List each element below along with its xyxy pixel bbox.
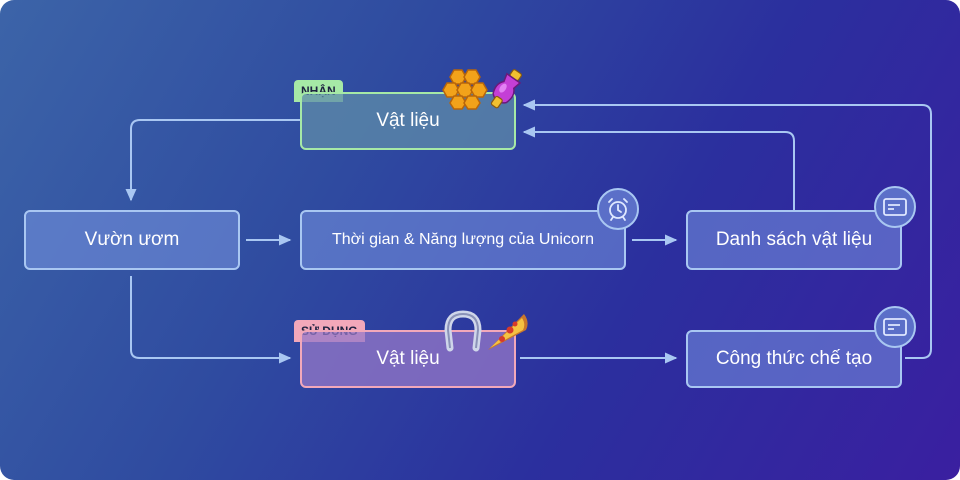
- node-materials-get-label: Vật liệu: [376, 110, 440, 131]
- card-icon: [874, 306, 916, 348]
- edge-list-to-materials: [522, 126, 795, 210]
- node-time-energy[interactable]: Thời gian & Năng lượng của Unicorn: [300, 210, 626, 270]
- node-time-energy-label: Thời gian & Năng lượng của Unicorn: [331, 231, 595, 248]
- node-crafting-recipe[interactable]: Công thức chế tạo: [686, 330, 902, 388]
- edge-materials-to-nursery: [125, 119, 300, 202]
- alarm-clock-icon: [597, 188, 639, 230]
- node-crafting-recipe-label: Công thức chế tạo: [715, 348, 873, 369]
- node-material-list-label: Danh sách vật liệu: [715, 229, 873, 250]
- node-materials-use-label: Vật liệu: [376, 348, 440, 369]
- honeycomb-icon: [442, 69, 488, 110]
- potion-icon: [490, 69, 522, 109]
- edge-recipe-to-materials: [522, 99, 932, 359]
- horseshoe-icon: [444, 310, 482, 352]
- node-nursery[interactable]: Vườn ươm: [24, 210, 240, 270]
- node-materials-use[interactable]: Vật liệu: [300, 330, 516, 388]
- card-icon: [874, 186, 916, 228]
- pizza-icon: [488, 314, 528, 350]
- node-material-list[interactable]: Danh sách vật liệu: [686, 210, 902, 270]
- node-nursery-label: Vườn ươm: [84, 229, 180, 250]
- edge-nursery-to-materials-use: [130, 276, 292, 364]
